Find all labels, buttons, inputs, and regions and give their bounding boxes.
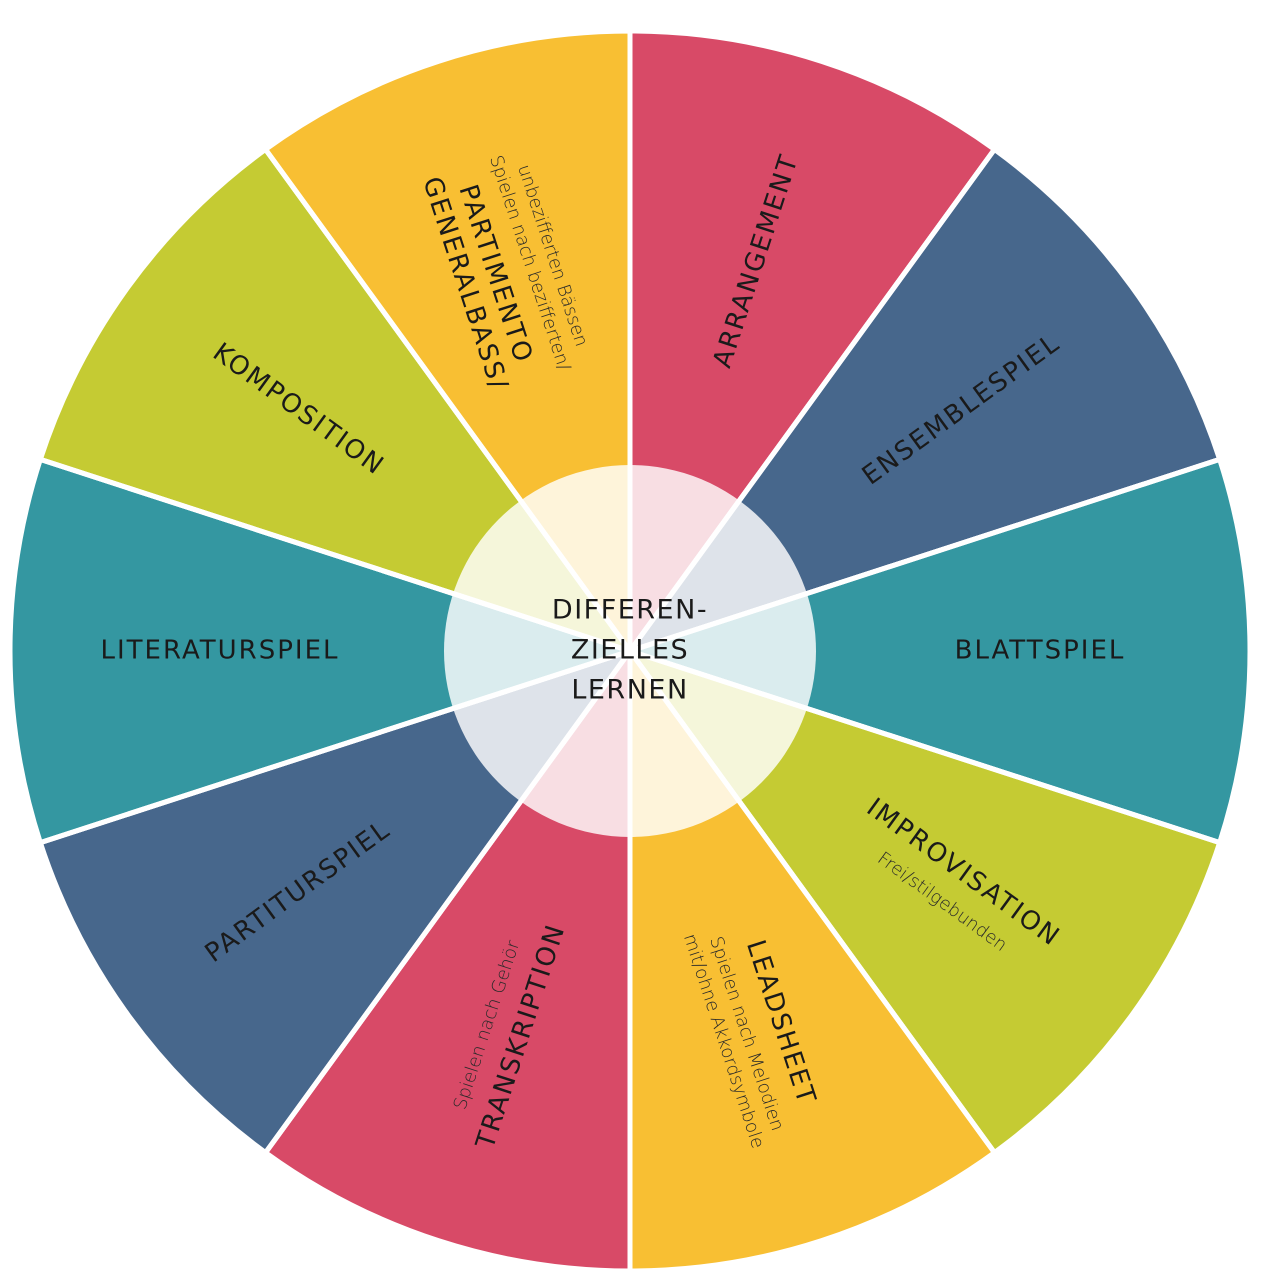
- segment-label-literaturspiel: LITERATURSPIEL: [101, 636, 340, 666]
- center-label-line: ZIELLES: [571, 635, 689, 666]
- segment-blattspiel: [627, 456, 1253, 846]
- center-circle-group: DIFFEREN- ZIELLES LERNEN: [444, 465, 816, 837]
- segment-partiturspiel: [37, 648, 633, 1156]
- center-label-line: DIFFEREN-: [552, 595, 708, 626]
- segment-title: BLATTSPIEL: [955, 636, 1126, 666]
- segment-ensemblespiel: [627, 146, 1223, 654]
- segment-title: LITERATURSPIEL: [101, 636, 340, 666]
- segment-improvisation: [627, 648, 1223, 1156]
- segment-literaturspiel: [7, 456, 633, 846]
- segment-komposition: [37, 146, 633, 654]
- segment-label-blattspiel: BLATTSPIEL: [955, 636, 1126, 666]
- center-label-line: LERNEN: [571, 675, 688, 706]
- center-circle: [444, 465, 816, 837]
